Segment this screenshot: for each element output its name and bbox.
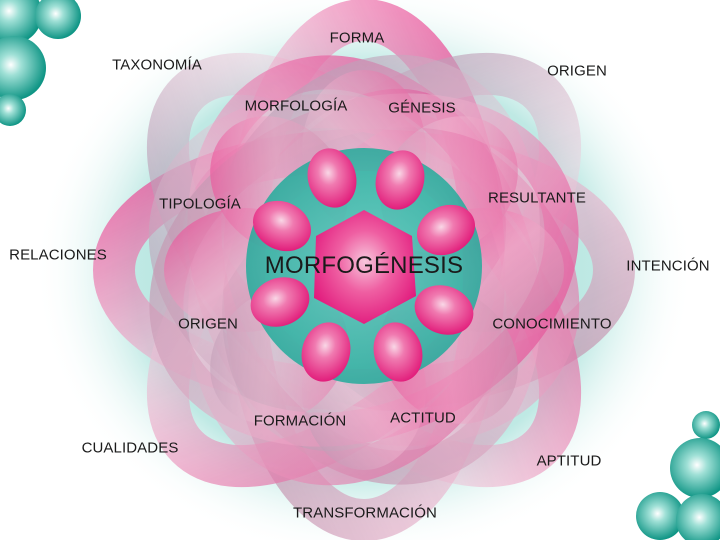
label-cualidades: CUALIDADES: [81, 439, 179, 457]
label-forma: FORMA: [329, 29, 385, 47]
label-resultante: RESULTANTE: [488, 189, 586, 207]
label-taxonomia: TAXONOMÍA: [112, 56, 202, 74]
sphere-cluster-top-left: [0, 0, 81, 126]
label-relaciones: RELACIONES: [9, 246, 107, 264]
label-aptitud: APTITUD: [536, 452, 602, 470]
label-actitud: ACTITUD: [390, 409, 456, 427]
sphere-cluster-bottom-right: [636, 411, 720, 540]
label-transformacion: TRANSFORMACIÓN: [293, 504, 437, 522]
label-intencion: INTENCIÓN: [626, 257, 710, 275]
label-origen-outer: ORIGEN: [547, 62, 607, 80]
label-genesis: GÉNESIS: [388, 99, 456, 117]
label-origen-inner: ORIGEN: [178, 315, 238, 333]
label-formacion: FORMACIÓN: [253, 412, 347, 430]
bulbs: [250, 148, 476, 382]
label-tipologia: TIPOLOGÍA: [159, 195, 241, 213]
label-morfologia: MORFOLOGÍA: [244, 97, 348, 115]
center-label: MORFOGÉNESIS: [264, 252, 464, 279]
label-conocimiento: CONOCIMIENTO: [492, 315, 612, 333]
central-hub: [314, 210, 416, 324]
